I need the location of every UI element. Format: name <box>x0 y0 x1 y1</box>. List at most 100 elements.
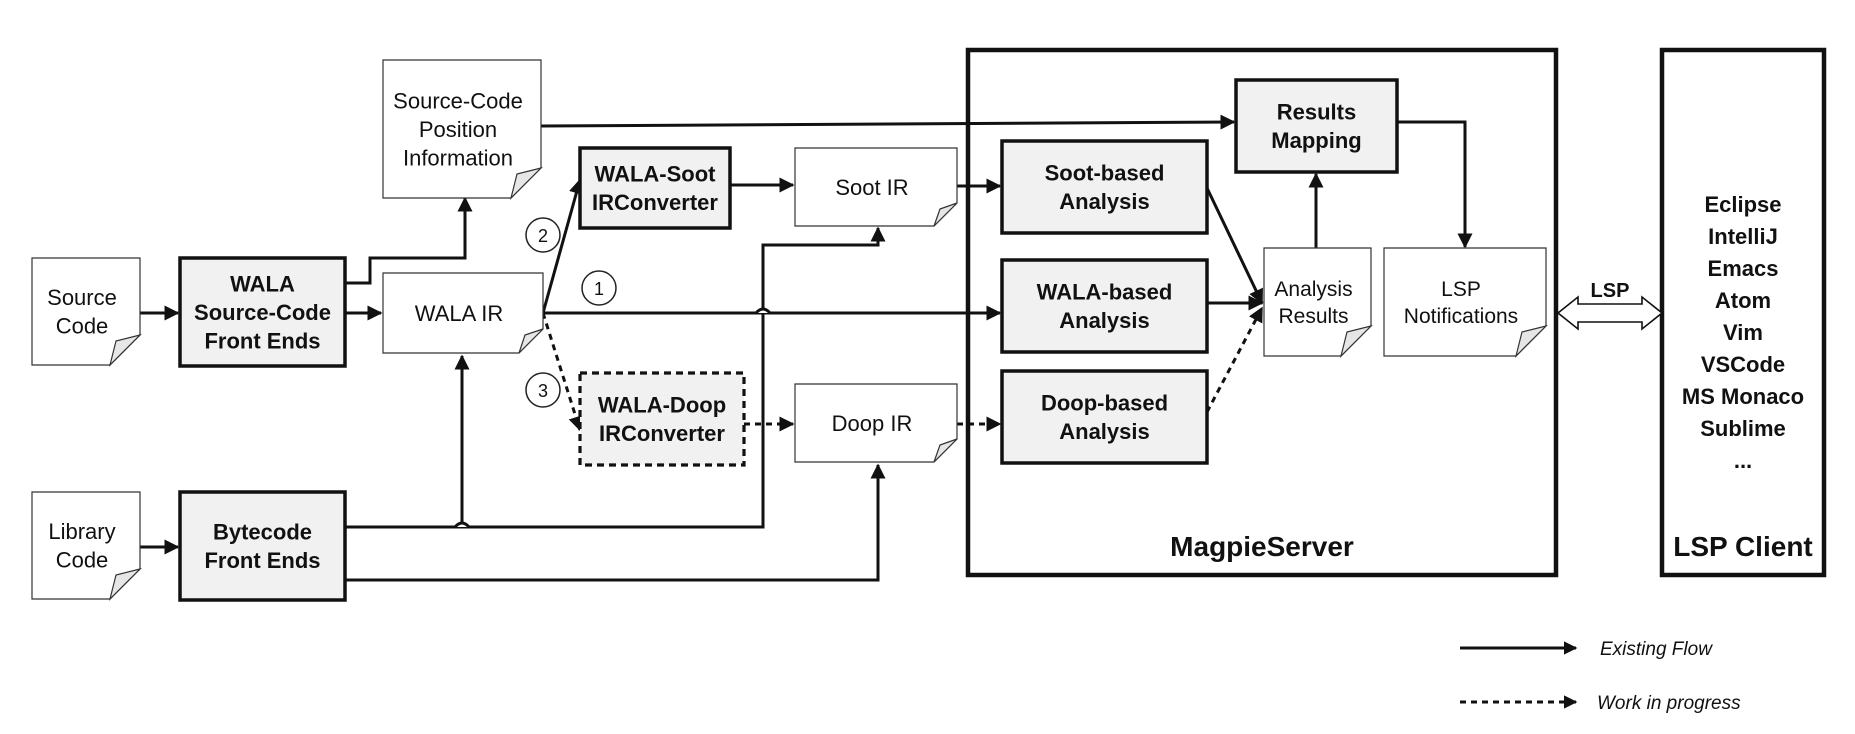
node-label-line: Source-Code <box>194 300 331 325</box>
edge-walair-to-doopconv <box>541 312 584 432</box>
legend: Existing Flow Work in progress <box>1460 639 1741 714</box>
nodes: SourceCodeLibraryCodeWALASource-CodeFron… <box>31 59 1548 602</box>
process-box <box>178 256 347 368</box>
lsp-bidirectional-arrow <box>1556 295 1664 331</box>
page-fold-icon <box>518 328 544 354</box>
node-label-line: IRConverter <box>599 421 725 446</box>
edge-bytecode-to-sootir <box>345 226 886 529</box>
edges-existing <box>140 114 1473 582</box>
page-fold-icon <box>933 202 958 227</box>
node-label-line: WALA IR <box>415 301 503 326</box>
node-doop-ir: Doop IR <box>794 383 958 463</box>
node-label-line: Doop-based <box>1041 391 1168 416</box>
editor-item: Atom <box>1715 288 1771 313</box>
badge-1-label: 1 <box>594 279 604 299</box>
process-box <box>578 371 746 467</box>
node-label-line: Analysis <box>1059 308 1150 333</box>
page-fold-icon <box>933 438 958 463</box>
legend-existing-label: Existing Flow <box>1600 639 1713 660</box>
node-label-line: Results <box>1277 100 1356 125</box>
editor-item: Sublime <box>1700 416 1786 441</box>
editor-item: Eclipse <box>1704 192 1781 217</box>
node-label-line: WALA-Soot <box>595 162 717 187</box>
node-label-line: IRConverter <box>592 190 718 215</box>
edge-soot-to-results <box>1205 187 1264 305</box>
magpie-server-label: MagpieServer <box>1170 531 1354 562</box>
node-label-line: Analysis <box>1059 189 1150 214</box>
path-badges: 2 1 3 <box>525 217 617 408</box>
page-fold-icon <box>1339 324 1373 358</box>
node-soot-ir: Soot IR <box>794 147 958 227</box>
node-label-line: Soot IR <box>835 175 908 200</box>
badge-3-label: 3 <box>538 381 548 401</box>
editor-item: IntelliJ <box>1708 224 1778 249</box>
edge-front-to-position <box>345 196 473 285</box>
node-label-line: Library <box>48 519 115 544</box>
editor-item: VSCode <box>1701 352 1785 377</box>
node-label-line: Source <box>47 285 117 310</box>
edge-bytecode-to-walair <box>345 354 470 529</box>
legend-wip-label: Work in progress <box>1597 693 1741 714</box>
node-label-line: Source-Code <box>393 88 523 113</box>
line-crossing-markers <box>453 307 772 529</box>
lsp-client-title: LSP Client <box>1673 531 1813 562</box>
process-box <box>1000 139 1209 235</box>
node-label-line: WALA <box>230 271 295 296</box>
editor-item: MS Monaco <box>1682 384 1804 409</box>
node-label-line: Doop IR <box>832 411 913 436</box>
page-fold-icon <box>108 333 142 367</box>
process-box <box>1000 369 1209 465</box>
edge-doop-to-results <box>1205 306 1264 413</box>
badge-2-label: 2 <box>538 226 548 246</box>
node-label-line: Mapping <box>1271 128 1361 153</box>
node-label-line: Front Ends <box>204 548 320 573</box>
page-fold-icon <box>1514 324 1548 358</box>
lsp-protocol-label: LSP <box>1591 280 1630 302</box>
node-label-line: LSP <box>1441 278 1481 301</box>
edge-walair-to-sootconv <box>541 178 584 314</box>
process-box <box>178 490 347 602</box>
process-box <box>578 146 732 230</box>
editor-item: Vim <box>1723 320 1763 345</box>
badge-2 <box>525 217 561 253</box>
node-label-line: Code <box>56 314 109 339</box>
node-label-line: WALA-Doop <box>598 393 726 418</box>
page-fold-icon <box>108 567 142 601</box>
process-box <box>1234 78 1399 174</box>
node-label-line: Analysis <box>1059 419 1150 444</box>
node-label-line: Information <box>403 146 513 171</box>
node-label-line: Front Ends <box>204 329 320 354</box>
editor-item: Emacs <box>1708 256 1779 281</box>
editor-item: ... <box>1734 448 1752 473</box>
node-wala-ir: WALA IR <box>382 272 544 354</box>
process-box <box>1000 258 1209 354</box>
node-label-line: Bytecode <box>213 520 312 545</box>
node-label-line: Position <box>419 117 497 142</box>
node-label-line: Results <box>1278 305 1348 328</box>
node-label-line: Soot-based <box>1045 161 1165 186</box>
edges-wip <box>541 306 1264 432</box>
badge-3 <box>525 372 561 408</box>
badge-1 <box>581 270 617 306</box>
edge-bytecode-to-doopir <box>345 463 886 582</box>
node-label-line: Code <box>56 548 109 573</box>
edge-mapping-to-notifications <box>1397 120 1473 249</box>
node-label-line: WALA-based <box>1037 280 1173 305</box>
page-fold-icon <box>509 166 543 200</box>
edge-position-to-mapping <box>540 114 1236 130</box>
node-label-line: Analysis <box>1274 278 1352 301</box>
